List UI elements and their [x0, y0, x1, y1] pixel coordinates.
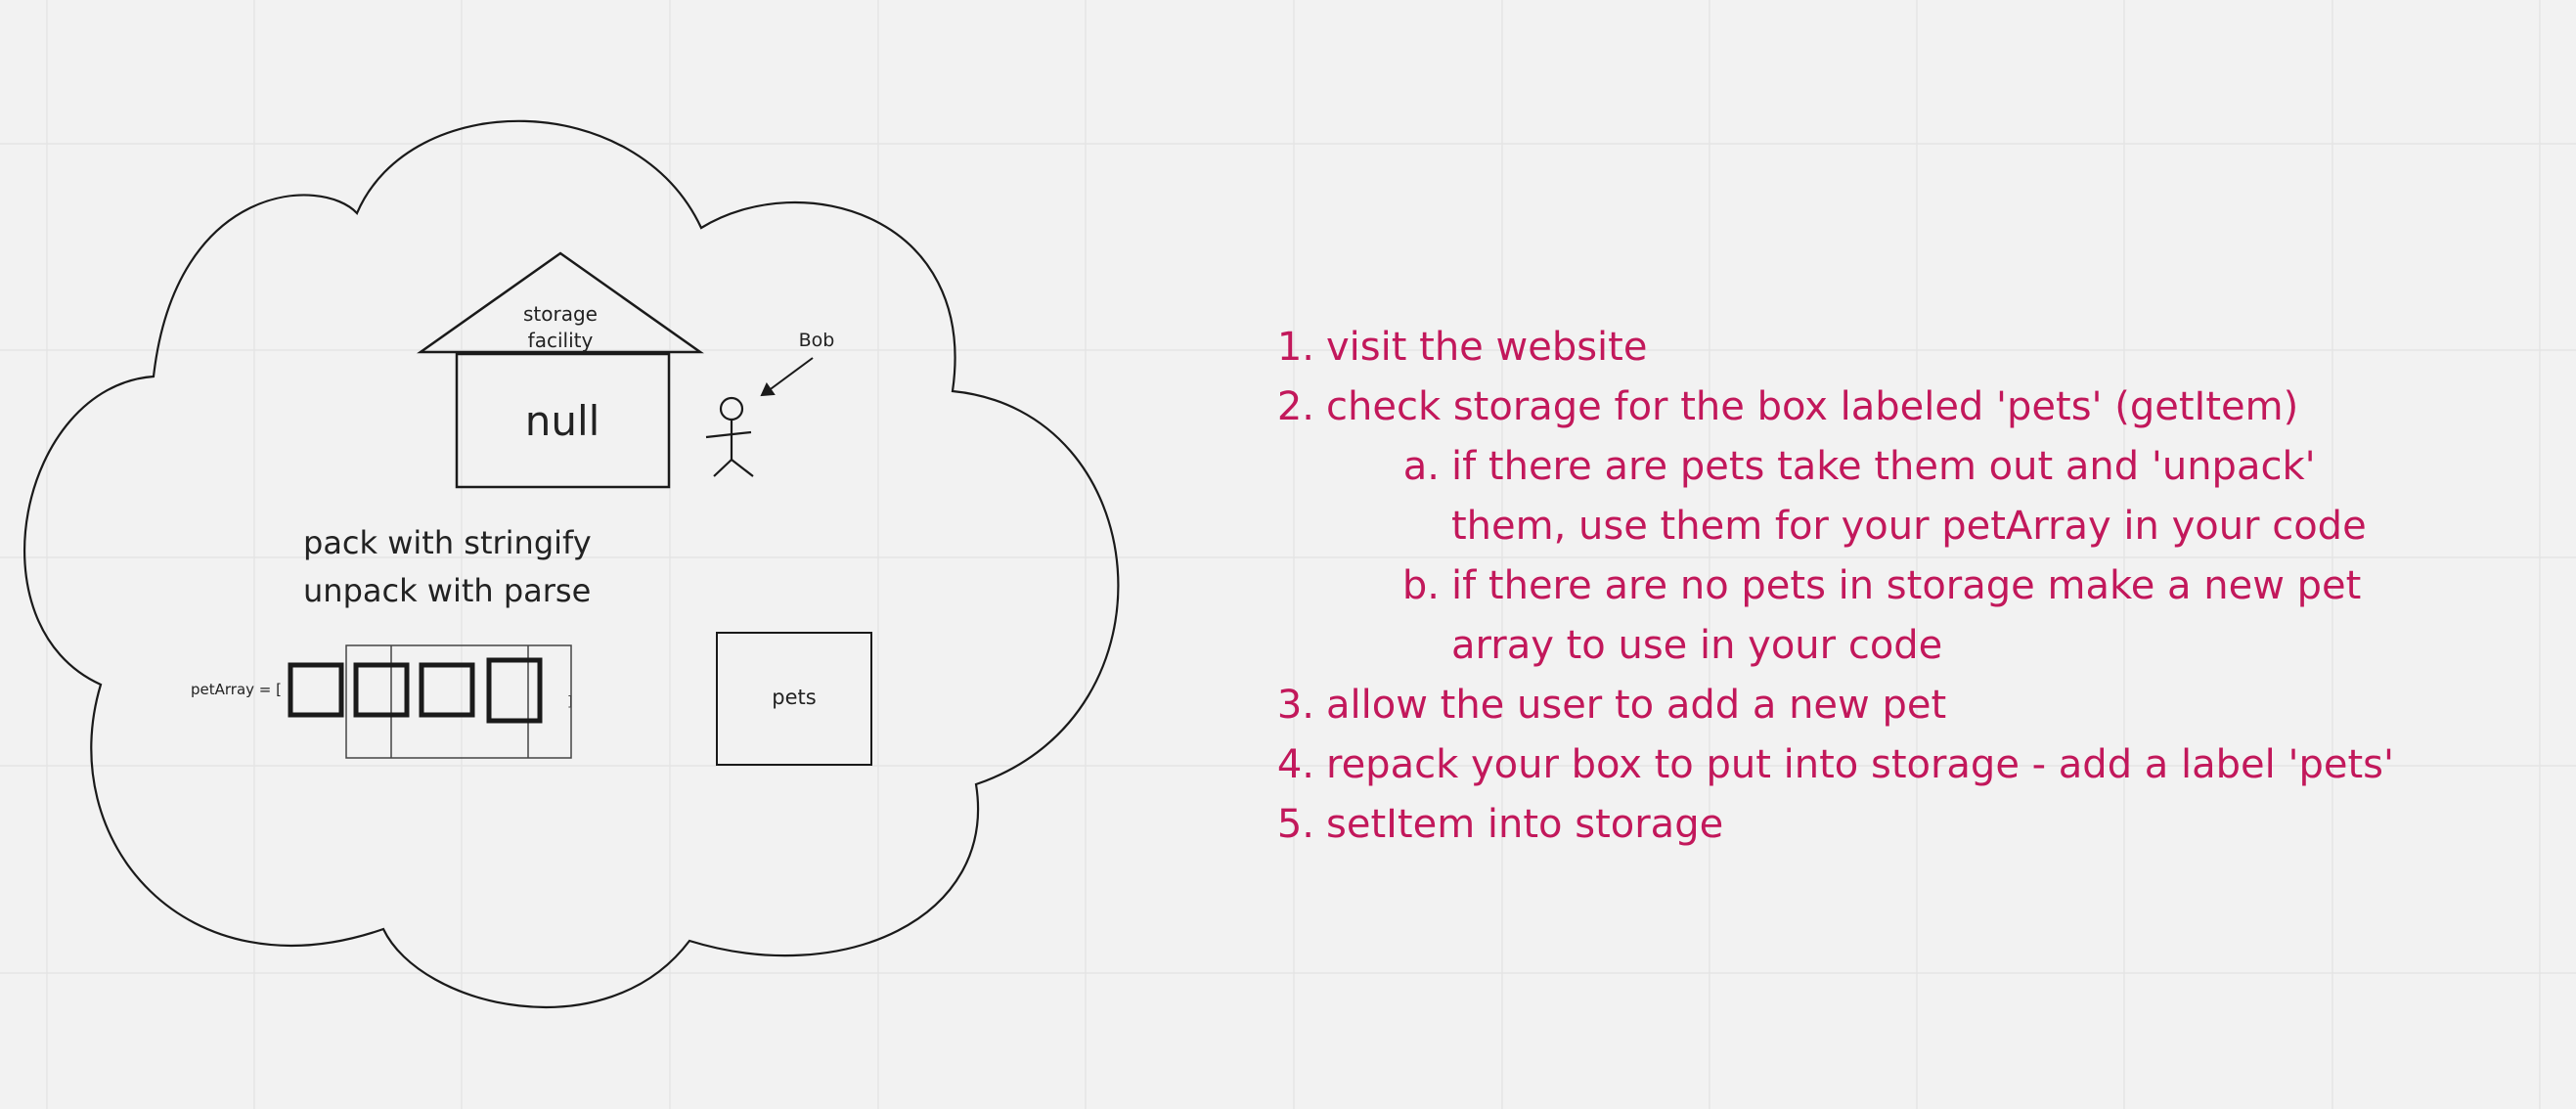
step-text: check storage for the box labeled 'pets'…: [1326, 384, 2299, 429]
person-label: Bob: [799, 330, 835, 351]
step-text: allow the user to add a new pet: [1326, 683, 1947, 728]
array-suffix: ]: [567, 694, 572, 710]
unpack-line: unpack with parse: [303, 572, 591, 609]
pets-box-label: pets: [772, 686, 816, 709]
pet-item-boxes: [288, 657, 543, 724]
storage-box: [455, 352, 671, 489]
steps-list: 1. visit the website 2. check storage fo…: [1262, 318, 2523, 855]
substep-letter: a.: [1402, 444, 1440, 489]
step-5: 5. setItem into storage: [1262, 795, 2523, 855]
pack-line: pack with stringify: [303, 524, 592, 561]
step-2a: a. if there are pets take them out and '…: [1262, 437, 2523, 556]
person-arrow: [760, 357, 814, 397]
step-2: 2. check storage for the box labeled 'pe…: [1262, 377, 2523, 437]
step-3: 3. allow the user to add a new pet: [1262, 676, 2523, 735]
step-number: 2.: [1276, 384, 1314, 429]
step-4: 4. repack your box to put into storage -…: [1262, 735, 2523, 795]
step-number: 3.: [1276, 683, 1314, 728]
substep-text: if there are pets take them out and 'unp…: [1451, 444, 2367, 549]
substep-letter: b.: [1401, 563, 1440, 608]
house-roof: [417, 251, 704, 354]
step-1: 1. visit the website: [1262, 318, 2523, 377]
substep-text: if there are no pets in storage make a n…: [1451, 563, 2362, 668]
array-prefix: petArray = [: [191, 681, 282, 698]
step-number: 5.: [1276, 802, 1314, 847]
pets-box: [716, 632, 872, 766]
step-text: repack your box to put into storage - ad…: [1326, 742, 2394, 787]
step-2b: b. if there are no pets in storage make …: [1262, 556, 2523, 676]
step-text: visit the website: [1326, 325, 1648, 370]
step-number: 4.: [1276, 742, 1314, 787]
step-text: setItem into storage: [1326, 802, 1724, 847]
storage-value: null: [525, 397, 600, 445]
cloud-shape: [23, 119, 1120, 1009]
person-figure: [705, 396, 754, 477]
step-number: 1.: [1276, 325, 1314, 370]
